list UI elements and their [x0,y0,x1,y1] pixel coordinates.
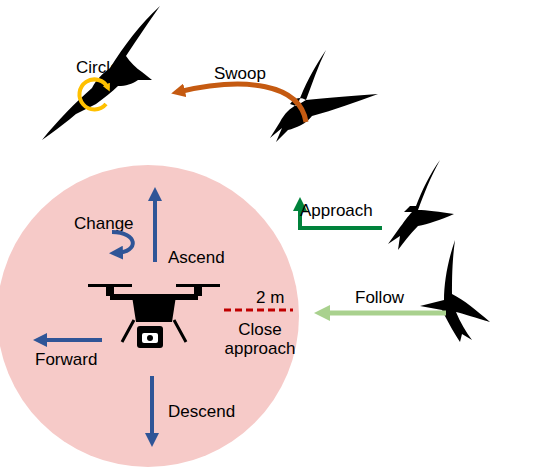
behaviour-label: Circle [76,58,119,77]
zone-text: Close approach [216,320,304,358]
frigatebird [420,240,490,342]
zone-text: 2 m [256,288,284,307]
interaction-zone: ChangeAscendForward2 mClose approachDesc… [0,165,299,467]
swoop-arrow [178,84,306,122]
frigatebird [42,6,160,140]
zone-circle [0,165,299,467]
zone-text: Forward [35,350,97,369]
zone-text: Descend [168,402,235,421]
circle-arrow [79,79,108,109]
follow-arrow [322,311,446,316]
behaviour-label: Follow [355,288,404,307]
frigatebird [388,160,454,250]
behaviour-label: Swoop [214,64,266,83]
behaviour-label: Approach [300,201,373,220]
zone-text: Ascend [168,248,225,267]
frigatebird [270,50,378,142]
zone-outline [0,165,299,467]
zone-text: Change [74,214,134,233]
